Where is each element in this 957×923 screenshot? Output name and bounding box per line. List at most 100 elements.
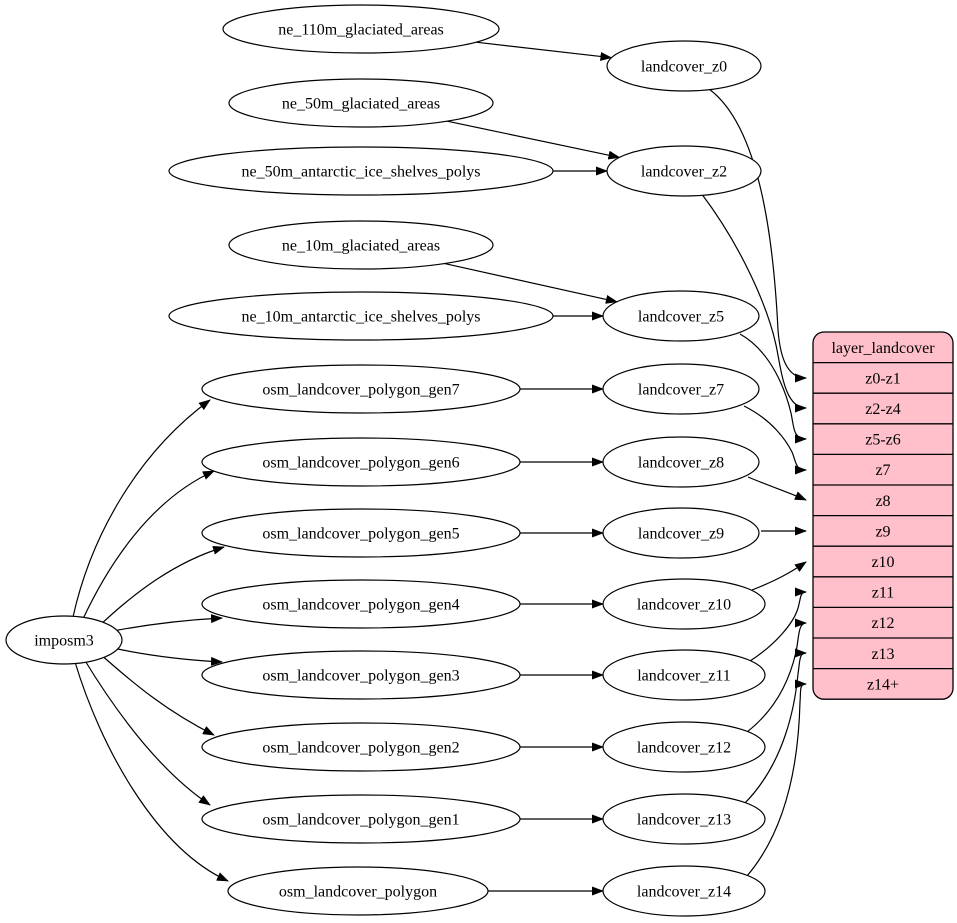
node-label-ne_10m_glaciated_areas: ne_10m_glaciated_areas xyxy=(282,238,440,255)
table-row-z8: z8 xyxy=(875,493,890,510)
node-osm_landcover_polygon_gen1: osm_landcover_polygon_gen1 xyxy=(201,794,521,844)
node-landcover_z0: landcover_z0 xyxy=(606,40,762,92)
edge-imposm3->osm_landcover_polygon_gen2 xyxy=(98,652,215,736)
edge-ne_50m_glaciated_areas->landcover_z2 xyxy=(447,120,621,160)
node-ellipse-ne_50m_glaciated_areas xyxy=(228,78,494,128)
table-row-label-z0-z1: z0-z1 xyxy=(865,370,901,387)
node-osm_landcover_polygon_gen6: osm_landcover_polygon_gen6 xyxy=(201,437,521,487)
edge-imposm3->osm_landcover_polygon xyxy=(74,661,229,882)
node-label-landcover_z7: landcover_z7 xyxy=(638,382,724,399)
node-ellipse-ne_50m_antarctic_ice_shelves_polys xyxy=(168,146,554,196)
node-label-osm_landcover_polygon: osm_landcover_polygon xyxy=(279,884,437,901)
node-ellipse-landcover_z5 xyxy=(602,290,760,342)
node-ellipse-osm_landcover_polygon xyxy=(227,866,489,916)
node-ellipse-ne_10m_glaciated_areas xyxy=(228,220,494,270)
table-row-label-z9: z9 xyxy=(875,523,890,540)
node-ne_50m_glaciated_areas: ne_50m_glaciated_areas xyxy=(228,78,494,128)
edge-landcover_z0->layer_landcover.z0-z1 xyxy=(708,88,807,383)
node-ellipse-osm_landcover_polygon_gen1 xyxy=(201,794,521,844)
edge-imposm3->osm_landcover_polygon_gen3 xyxy=(112,647,223,666)
edge-landcover_z8->layer_landcover.z8 xyxy=(747,476,807,501)
table-title: layer_landcover xyxy=(831,340,935,357)
node-landcover_z2: landcover_z2 xyxy=(606,145,762,197)
table-row-z7: z7 xyxy=(875,462,890,479)
table-row-z14+: z14+ xyxy=(867,676,899,693)
node-ellipse-osm_landcover_polygon_gen7 xyxy=(201,364,521,414)
edge-ne_10m_glaciated_areas->landcover_z5 xyxy=(444,263,618,304)
node-label-landcover_z5: landcover_z5 xyxy=(638,309,724,326)
node-label-osm_landcover_polygon_gen2: osm_landcover_polygon_gen2 xyxy=(262,740,459,757)
edge-landcover_z14->layer_landcover.z14+ xyxy=(746,679,807,877)
node-ellipse-landcover_z9 xyxy=(602,507,760,559)
node-osm_landcover_polygon_gen2: osm_landcover_polygon_gen2 xyxy=(201,722,521,772)
node-ellipse-landcover_z8 xyxy=(602,436,760,488)
node-label-landcover_z14: landcover_z14 xyxy=(637,884,731,901)
node-ellipse-osm_landcover_polygon_gen4 xyxy=(201,579,521,629)
node-ellipse-ne_10m_antarctic_ice_shelves_polys xyxy=(168,291,554,341)
node-osm_landcover_polygon_gen3: osm_landcover_polygon_gen3 xyxy=(201,650,521,700)
table-row-label-z13: z13 xyxy=(871,646,894,663)
node-ellipse-imposm3 xyxy=(5,615,123,665)
edge-landcover_z11->layer_landcover.z11 xyxy=(749,587,807,662)
node-ne_10m_glaciated_areas: ne_10m_glaciated_areas xyxy=(228,220,494,270)
edge-landcover_z7->layer_landcover.z7 xyxy=(743,405,807,475)
node-landcover_z13: landcover_z13 xyxy=(602,793,766,845)
edge-imposm3->osm_landcover_polygon_gen1 xyxy=(83,658,211,806)
node-ellipse-landcover_z10 xyxy=(602,578,766,630)
node-label-ne_50m_glaciated_areas: ne_50m_glaciated_areas xyxy=(282,96,440,113)
node-landcover_z11: landcover_z11 xyxy=(602,649,766,701)
node-label-landcover_z11: landcover_z11 xyxy=(637,668,731,685)
node-ellipse-osm_landcover_polygon_gen3 xyxy=(201,650,521,700)
table-row-label-z14+: z14+ xyxy=(867,676,899,693)
node-landcover_z10: landcover_z10 xyxy=(602,578,766,630)
node-ellipse-landcover_z13 xyxy=(602,793,766,845)
table-row-label-z11: z11 xyxy=(872,585,895,602)
table-row-z10: z10 xyxy=(871,554,894,571)
node-osm_landcover_polygon: osm_landcover_polygon xyxy=(227,866,489,916)
table-row-label-z12: z12 xyxy=(871,615,894,632)
node-ellipse-ne_110m_glaciated_areas xyxy=(222,4,500,54)
node-label-landcover_z2: landcover_z2 xyxy=(641,164,727,181)
node-ne_50m_antarctic_ice_shelves_polys: ne_50m_antarctic_ice_shelves_polys xyxy=(168,146,554,196)
node-label-landcover_z10: landcover_z10 xyxy=(637,597,731,614)
table-row-label-z5-z6: z5-z6 xyxy=(865,432,901,449)
node-label-ne_50m_antarctic_ice_shelves_polys: ne_50m_antarctic_ice_shelves_polys xyxy=(241,164,480,181)
node-osm_landcover_polygon_gen5: osm_landcover_polygon_gen5 xyxy=(201,508,521,558)
node-ellipse-osm_landcover_polygon_gen6 xyxy=(201,437,521,487)
edge-imposm3->osm_landcover_polygon_gen5 xyxy=(97,545,225,628)
edge-imposm3->osm_landcover_polygon_gen7 xyxy=(72,399,211,618)
edge-landcover_z2->layer_landcover.z2-z4 xyxy=(700,192,807,413)
node-landcover_z9: landcover_z9 xyxy=(602,507,760,559)
edge-imposm3->osm_landcover_polygon_gen6 xyxy=(81,470,215,622)
node-imposm3: imposm3 xyxy=(5,615,123,665)
node-landcover_z7: landcover_z7 xyxy=(602,363,760,415)
node-ellipse-landcover_z11 xyxy=(602,649,766,701)
table-row-z12: z12 xyxy=(871,615,894,632)
table-row-label-z10: z10 xyxy=(871,554,894,571)
table-row-z2-z4: z2-z4 xyxy=(865,401,901,418)
node-ellipse-landcover_z2 xyxy=(606,145,762,197)
edge-ne_110m_glaciated_areas->landcover_z0 xyxy=(476,41,613,61)
node-label-landcover_z8: landcover_z8 xyxy=(638,455,724,472)
node-label-landcover_z9: landcover_z9 xyxy=(638,526,724,543)
node-ne_110m_glaciated_areas: ne_110m_glaciated_areas xyxy=(222,4,500,54)
table-layer_landcover: layer_landcover z0-z1 z2-z4 z5-z6 z7 z8 z9 z10 z… xyxy=(812,331,954,700)
nodes-layer: imposm3 ne_110m_glaciated_areas ne_50m_gla… xyxy=(5,4,766,917)
table-row-label-z7: z7 xyxy=(875,462,890,479)
node-label-osm_landcover_polygon_gen5: osm_landcover_polygon_gen5 xyxy=(262,526,459,543)
node-label-osm_landcover_polygon_gen3: osm_landcover_polygon_gen3 xyxy=(262,668,459,685)
node-ellipse-osm_landcover_polygon_gen5 xyxy=(201,508,521,558)
node-ellipse-landcover_z7 xyxy=(602,363,760,415)
table-row-label-z8: z8 xyxy=(875,493,890,510)
edge-landcover_z5->layer_landcover.z5-z6 xyxy=(739,333,807,444)
node-label-ne_10m_antarctic_ice_shelves_polys: ne_10m_antarctic_ice_shelves_polys xyxy=(241,309,480,326)
table-row-z5-z6: z5-z6 xyxy=(865,432,901,449)
node-label-imposm3: imposm3 xyxy=(34,633,94,650)
node-label-osm_landcover_polygon_gen7: osm_landcover_polygon_gen7 xyxy=(262,382,459,399)
node-landcover_z14: landcover_z14 xyxy=(602,865,766,917)
node-landcover_z8: landcover_z8 xyxy=(602,436,760,488)
node-label-osm_landcover_polygon_gen1: osm_landcover_polygon_gen1 xyxy=(262,812,459,829)
edge-imposm3->osm_landcover_polygon_gen4 xyxy=(112,614,223,632)
